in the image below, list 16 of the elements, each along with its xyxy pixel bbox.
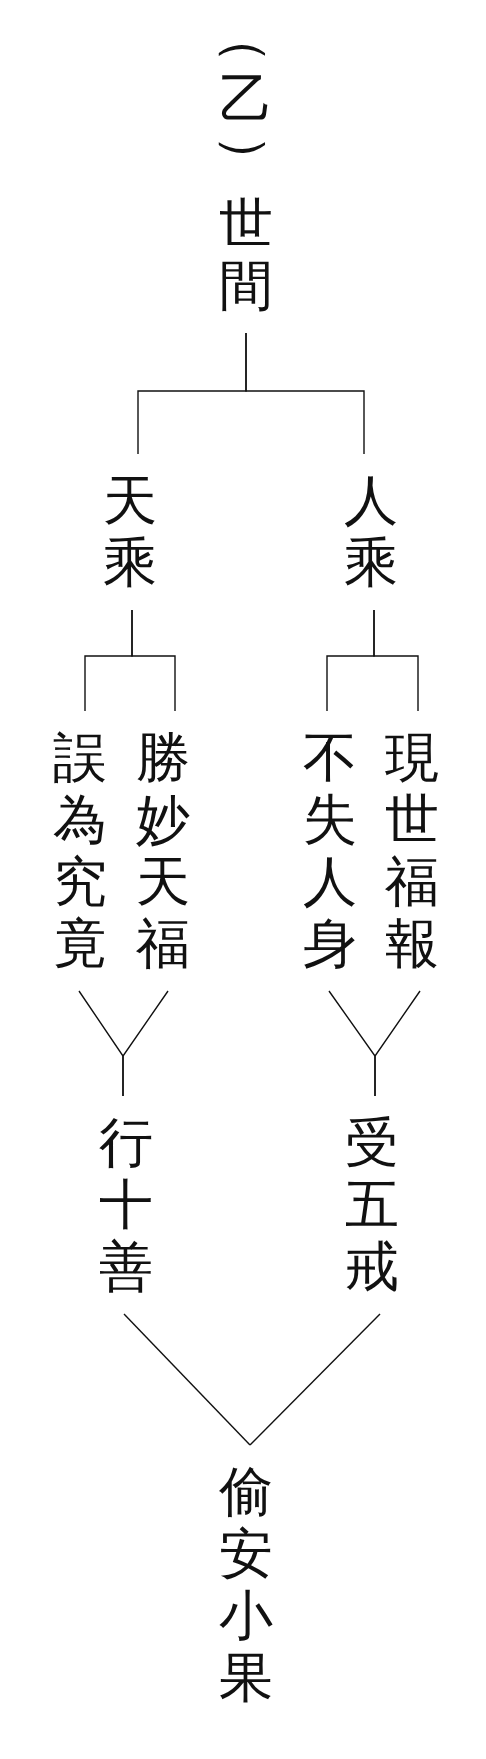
term-label: 天乘 <box>101 454 159 610</box>
term-label: 行十善 <box>97 1096 155 1314</box>
connector-line <box>123 1313 251 1446</box>
connector-line <box>374 990 421 1097</box>
connector-line <box>245 332 365 455</box>
term-label: 現世福報 <box>383 711 441 991</box>
connector-line <box>122 990 169 1097</box>
connector-line <box>131 609 176 712</box>
connector-line <box>249 1313 381 1446</box>
connector-line <box>373 609 419 712</box>
term-label: 人乘 <box>342 454 400 610</box>
term-label: 勝妙天福 <box>134 711 192 991</box>
term-label: 偷安小果 <box>217 1445 275 1725</box>
term-label: 誤為究竟 <box>51 711 109 991</box>
term-label: 受五戒 <box>343 1096 401 1314</box>
term-label: 不失人身 <box>301 711 359 991</box>
